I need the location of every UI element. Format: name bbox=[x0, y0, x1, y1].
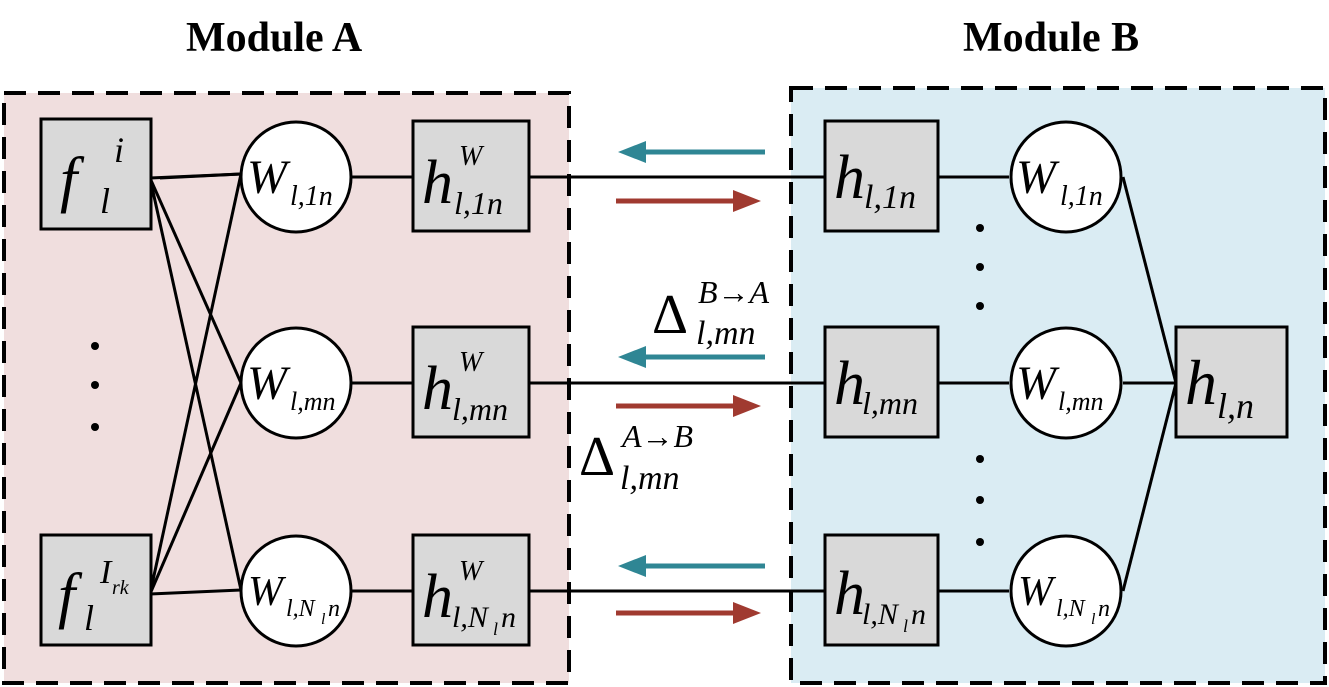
svg-text:l: l bbox=[903, 616, 908, 636]
arrow-b-to-a-middle bbox=[618, 346, 765, 368]
module-b-input-nln: h l,N l n bbox=[823, 533, 940, 647]
module-a-output-nln: h W l,N l n bbox=[411, 533, 531, 647]
svg-text:l,N: l,N bbox=[286, 596, 317, 622]
svg-text:l: l bbox=[1091, 611, 1096, 628]
svg-text:l,1n: l,1n bbox=[1060, 181, 1103, 212]
svg-text:n: n bbox=[501, 601, 516, 634]
arrow-a-to-b-middle bbox=[616, 395, 761, 417]
svg-text:W: W bbox=[1018, 569, 1057, 615]
module-b-weight-nln: W l,N l n bbox=[1009, 534, 1123, 648]
module-a-output-mn: h W l,mn bbox=[411, 325, 531, 439]
svg-text:Δ: Δ bbox=[652, 284, 688, 346]
svg-text:h: h bbox=[422, 355, 453, 423]
svg-text:l,N: l,N bbox=[862, 598, 900, 631]
module-a-input-bottom: f I rk l bbox=[39, 533, 153, 647]
svg-text:h: h bbox=[1185, 347, 1217, 418]
module-a-weight-nln: W l,N l n bbox=[239, 534, 353, 648]
svg-text:l,1n: l,1n bbox=[454, 185, 503, 221]
svg-text:n: n bbox=[911, 598, 926, 631]
module-a-input-top: f i l bbox=[39, 117, 153, 231]
svg-text:W: W bbox=[459, 556, 485, 587]
module-b-input-1n: h l,1n bbox=[823, 119, 940, 233]
svg-text:l,mn: l,mn bbox=[1058, 387, 1104, 416]
module-a-ellipsis bbox=[91, 342, 99, 431]
module-a-output-1n: h W l,1n bbox=[411, 119, 531, 233]
module-b-input-mn: h l,mn bbox=[823, 325, 940, 439]
svg-text:W: W bbox=[247, 151, 291, 204]
svg-text:l,n: l,n bbox=[1217, 386, 1254, 426]
message-arrows bbox=[616, 141, 765, 624]
arrow-b-to-a-bottom bbox=[618, 555, 765, 577]
svg-text:h: h bbox=[834, 144, 865, 212]
delta-a-to-b-label: Δ A→B l,mn bbox=[579, 418, 693, 497]
module-b-ellipsis-bottom bbox=[976, 455, 984, 546]
svg-text:l,N: l,N bbox=[1056, 596, 1087, 622]
svg-text:B→A: B→A bbox=[698, 274, 770, 310]
module-a-edges bbox=[148, 172, 413, 596]
module-a-weight-mn: W l,mn bbox=[239, 326, 353, 440]
svg-text:W: W bbox=[459, 141, 485, 172]
svg-text:l,mn: l,mn bbox=[696, 315, 756, 352]
module-b-weight-1n: W l,1n bbox=[1009, 120, 1123, 234]
arrow-b-to-a-top bbox=[618, 141, 765, 163]
svg-text:i: i bbox=[114, 130, 124, 170]
svg-text:n: n bbox=[1098, 596, 1110, 622]
svg-text:l,mn: l,mn bbox=[862, 385, 918, 421]
svg-text:l: l bbox=[100, 181, 110, 221]
arrow-a-to-b-top bbox=[616, 190, 761, 212]
svg-text:W: W bbox=[1016, 151, 1060, 204]
svg-text:l,1n: l,1n bbox=[864, 179, 916, 216]
delta-b-to-a-label: Δ B→A l,mn bbox=[652, 274, 770, 352]
cross-module-links bbox=[529, 175, 825, 593]
svg-text:l: l bbox=[84, 598, 94, 638]
svg-text:h: h bbox=[834, 350, 865, 418]
svg-text:h: h bbox=[834, 560, 865, 628]
module-b-output: h l,n bbox=[1174, 325, 1289, 439]
module-b-edges bbox=[938, 175, 1178, 593]
svg-text:l,mn: l,mn bbox=[452, 391, 508, 427]
module-b-ellipsis-top bbox=[976, 224, 984, 310]
module-b-weight-mn: W l,mn bbox=[1009, 326, 1123, 440]
arrow-a-to-b-bottom bbox=[616, 602, 761, 624]
svg-text:l,mn: l,mn bbox=[620, 460, 680, 497]
svg-text:Δ: Δ bbox=[579, 426, 615, 488]
svg-text:W: W bbox=[248, 569, 287, 615]
svg-text:h: h bbox=[422, 563, 453, 631]
svg-text:W: W bbox=[247, 357, 291, 410]
svg-text:l: l bbox=[321, 611, 326, 628]
svg-text:I: I bbox=[99, 554, 113, 591]
svg-text:rk: rk bbox=[112, 577, 130, 599]
svg-text:W: W bbox=[1016, 357, 1060, 410]
svg-text:l,mn: l,mn bbox=[290, 387, 336, 416]
module-a-title: Module A bbox=[186, 15, 363, 61]
svg-text:n: n bbox=[328, 596, 340, 622]
svg-text:l,1n: l,1n bbox=[290, 181, 333, 212]
module-a-weight-1n: W l,1n bbox=[239, 120, 353, 234]
svg-text:W: W bbox=[459, 347, 485, 378]
module-b-title: Module B bbox=[963, 15, 1140, 61]
svg-text:l,N: l,N bbox=[452, 601, 490, 634]
svg-text:A→B: A→B bbox=[620, 418, 693, 454]
svg-text:l: l bbox=[493, 619, 498, 639]
svg-text:h: h bbox=[422, 149, 453, 217]
